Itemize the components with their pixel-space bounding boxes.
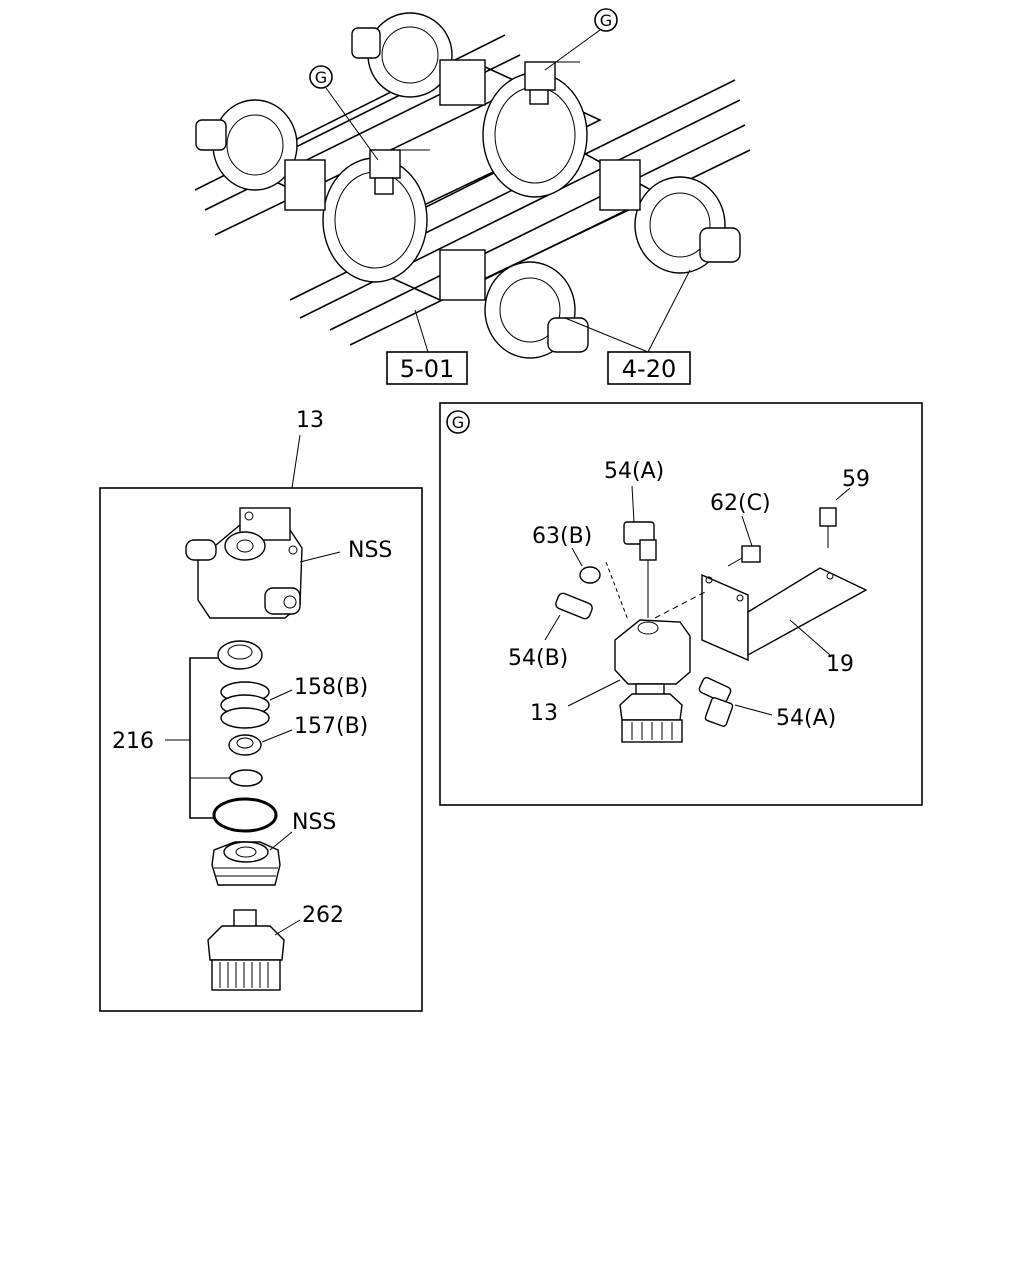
label-19: 19 xyxy=(826,652,854,677)
small-o-ring xyxy=(229,769,263,787)
detail-g-frame xyxy=(439,402,923,806)
elbow-54a-bottom xyxy=(698,677,773,727)
label-54a-top: 54(A) xyxy=(604,459,664,484)
ref-box-label-1[interactable]: 5-01 xyxy=(400,355,454,383)
hub-top-right xyxy=(351,12,453,98)
exploded-filter-panel: 13 NSS 158(B) xyxy=(99,408,423,1012)
detail-g-callout-1 xyxy=(309,65,333,89)
large-o-ring xyxy=(212,797,278,833)
exploded-view-frame xyxy=(99,487,423,1012)
label-63b: 63(B) xyxy=(532,524,592,549)
filter-head xyxy=(185,507,341,619)
label-62c: 62(C) xyxy=(710,491,771,516)
label-nss-mid: NSS xyxy=(292,810,336,835)
spring-158b xyxy=(220,681,293,729)
detail-marker-1: G xyxy=(315,68,327,87)
hub-bottom-left xyxy=(484,261,589,359)
detail-g-marker: G xyxy=(452,413,464,432)
label-59: 59 xyxy=(842,467,870,492)
label-158b: 158(B) xyxy=(294,675,368,700)
ref-box-4-20[interactable] xyxy=(607,351,691,385)
ref-box-5-01[interactable] xyxy=(386,351,468,385)
hub-top-left xyxy=(195,99,298,191)
hub-bottom-right xyxy=(634,176,741,274)
bracket-19 xyxy=(701,567,868,662)
label-54b: 54(B) xyxy=(508,646,568,671)
label-13-detail: 13 xyxy=(530,701,558,726)
connector-54b xyxy=(544,592,593,641)
detail-marker-2: G xyxy=(600,11,612,30)
nut-63b xyxy=(571,547,629,621)
axle-overview: G G 5-01 4-20 xyxy=(194,8,751,385)
label-nss-top: NSS xyxy=(348,538,392,563)
assembly-number-label: 13 xyxy=(296,408,324,433)
bolt-62c xyxy=(727,515,761,567)
element-seal xyxy=(217,640,263,670)
elbow-54a-top xyxy=(623,485,657,618)
label-216: 216 xyxy=(112,729,154,754)
label-262: 262 xyxy=(302,903,344,928)
detail-g-panel: G 19 59 62(C) xyxy=(439,402,923,806)
label-157b: 157(B) xyxy=(294,714,368,739)
assembled-filter-13 xyxy=(567,619,691,743)
filter-bowl-262 xyxy=(207,909,301,991)
filter-element xyxy=(211,831,293,886)
filter-unit-mount-1 xyxy=(369,149,430,195)
label-54a-bottom: 54(A) xyxy=(776,706,836,731)
bolt-59 xyxy=(819,487,851,548)
ref-box-label-2[interactable]: 4-20 xyxy=(622,355,676,383)
detail-g-callout-2 xyxy=(594,8,618,32)
retainer-157b xyxy=(228,729,293,756)
detail-g-badge xyxy=(446,410,470,434)
